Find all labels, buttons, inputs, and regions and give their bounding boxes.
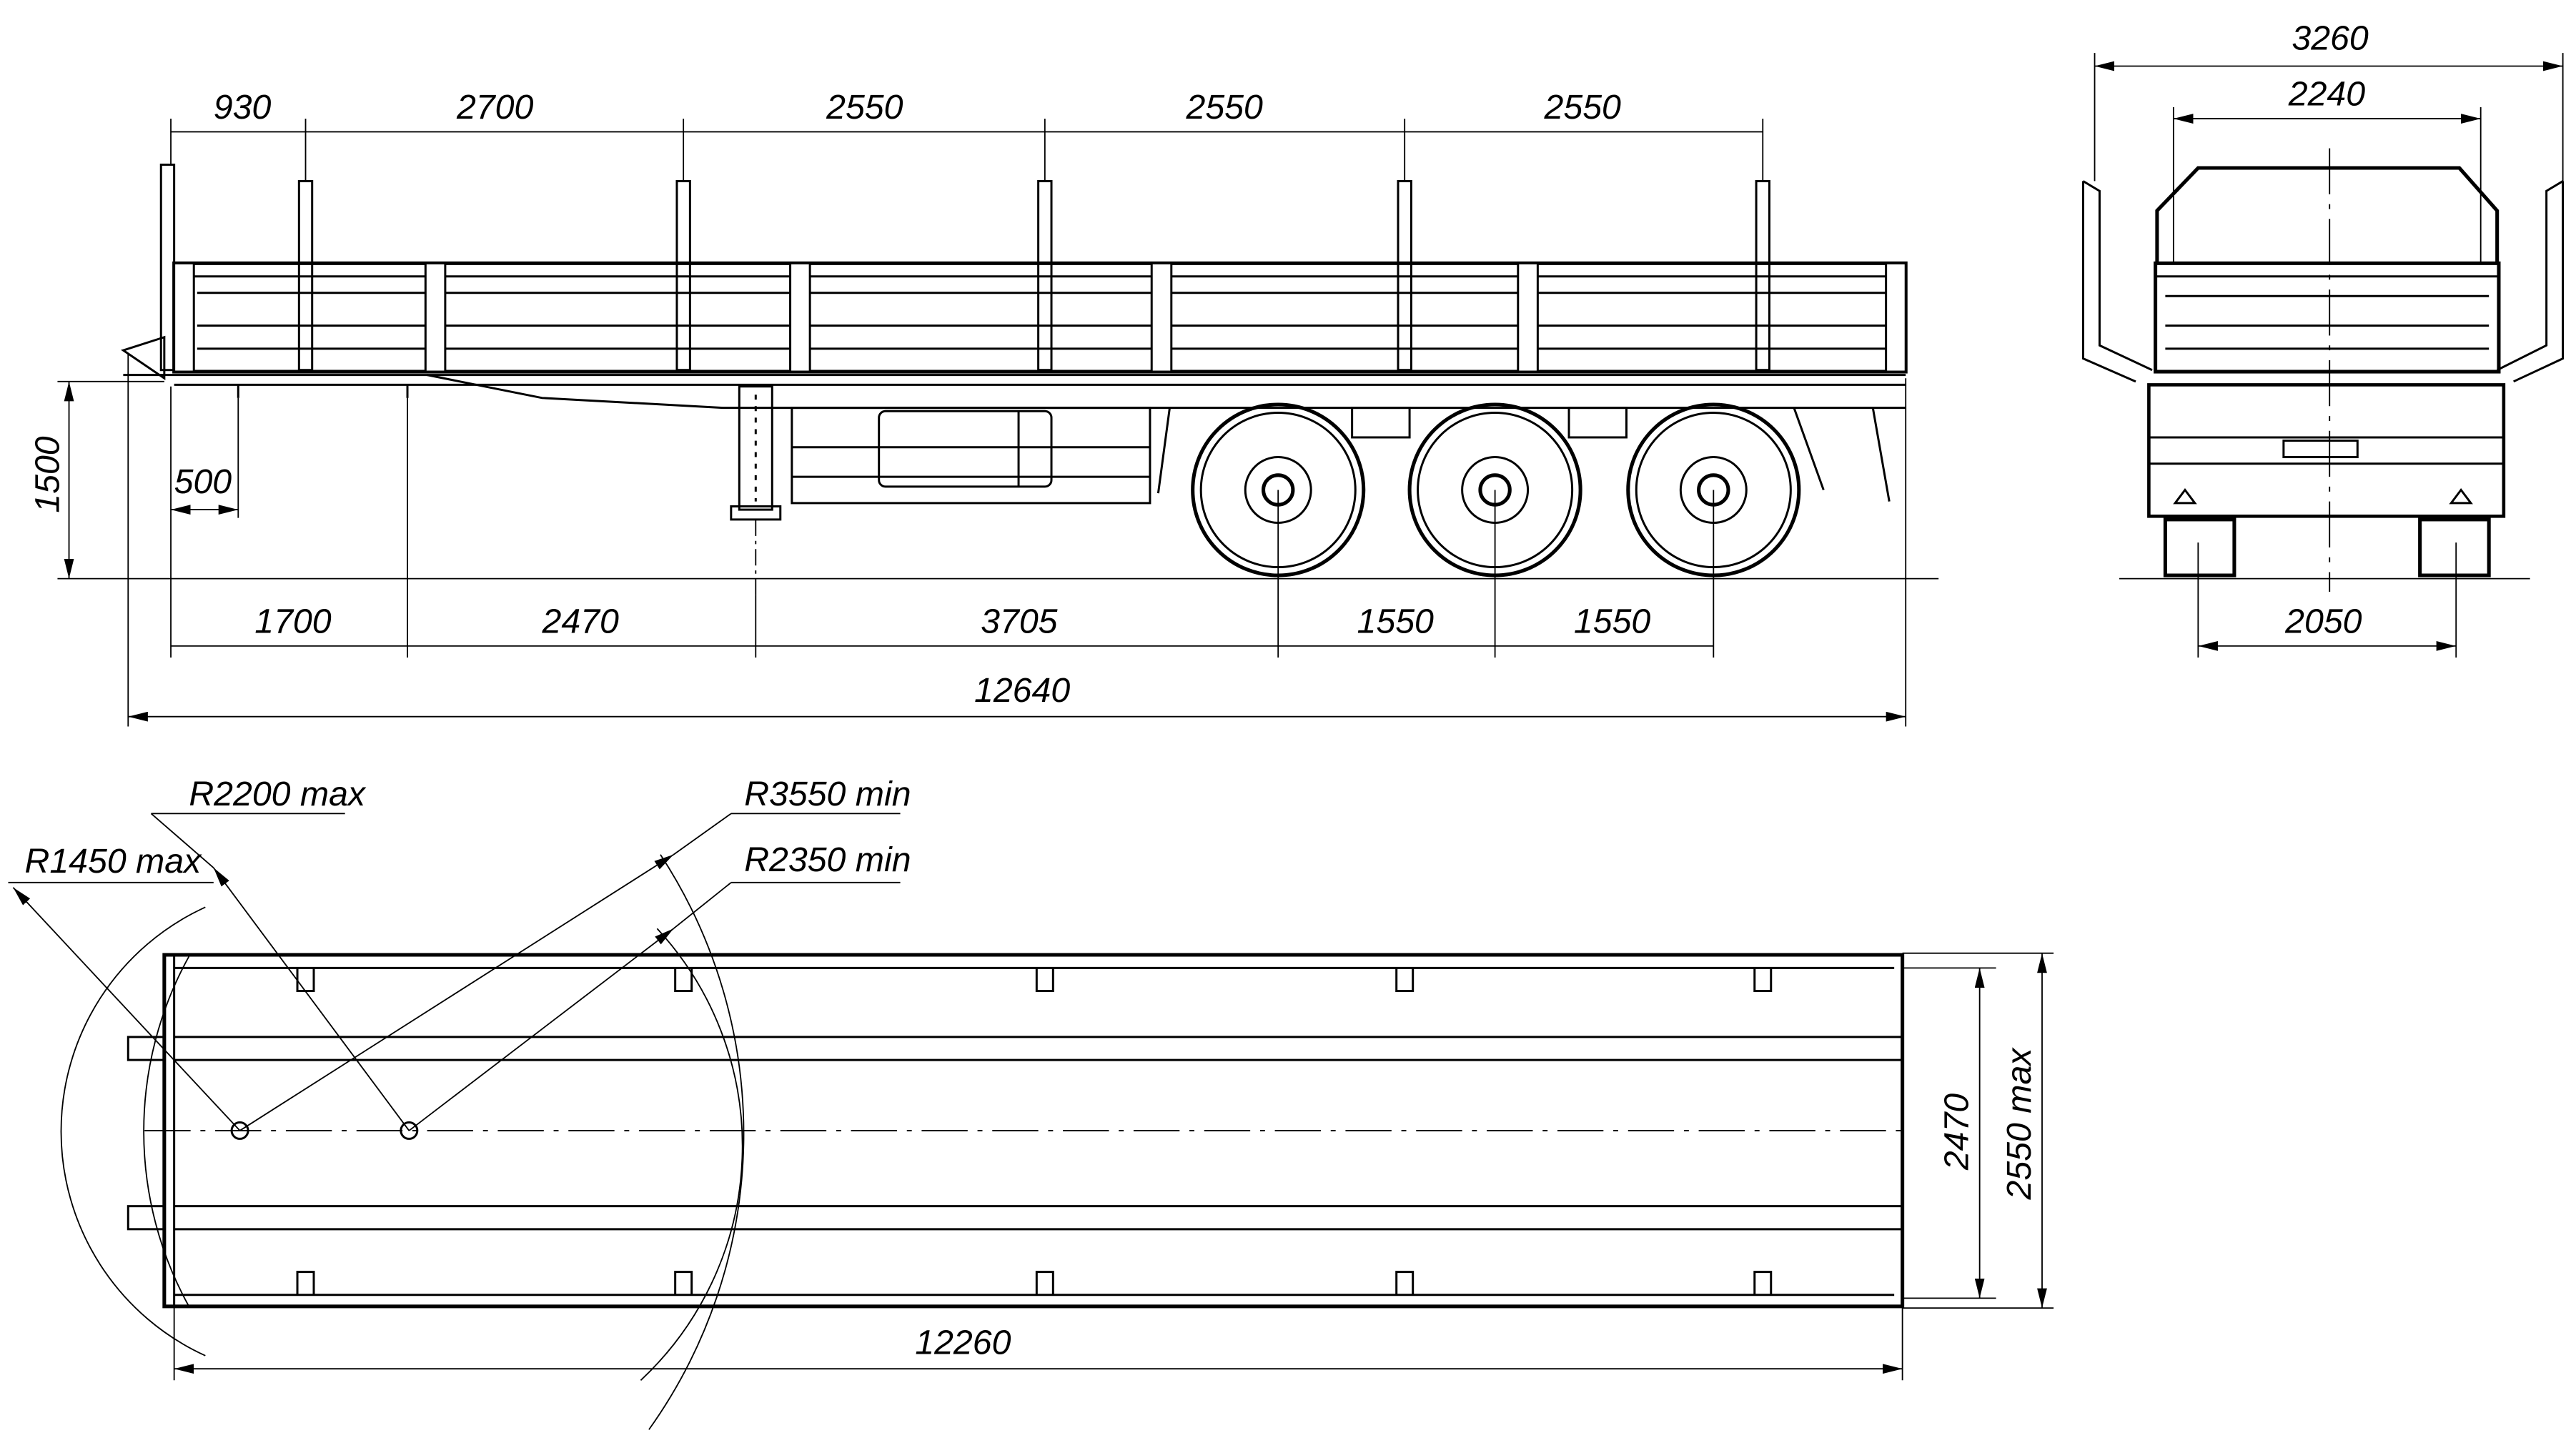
- plan-length-dimension: 12260: [173, 1306, 1903, 1381]
- plan-view: R1450 max R2200 max R3550 min R2350 min …: [8, 775, 2054, 1430]
- rear-stake-frames: [2081, 180, 2565, 383]
- dim-2700: 2700: [456, 88, 534, 127]
- rear-cover: [2155, 166, 2500, 264]
- rear-wheel-left: [2163, 517, 2236, 577]
- dim-1500: 1500: [29, 436, 67, 513]
- rails: [127, 1036, 1903, 1231]
- rear-view: 3260 2240 2050: [2081, 19, 2565, 658]
- radius-leaders: R1450 max R2200 max R3550 min R2350 min: [8, 775, 911, 1131]
- dim-2550-a: 2550: [826, 88, 903, 127]
- dim-500: 500: [174, 462, 232, 501]
- wheels: [1191, 402, 1801, 577]
- kingpin-alt: [400, 1121, 419, 1140]
- dim-2550-c: 2550: [1544, 88, 1622, 127]
- dim-2470-width: 2470: [1938, 1094, 1976, 1171]
- dim-1700: 1700: [254, 602, 332, 640]
- dim-12640: 12640: [974, 671, 1070, 710]
- side-panel: [172, 261, 1908, 374]
- side-view: 930 2700 2550 2550 2550: [29, 88, 1939, 727]
- bottom-dimension-chain: 1700 2470 3705 1550 1550: [170, 386, 1715, 658]
- label-r3550: R3550 min: [744, 775, 911, 813]
- radius-arcs: [60, 854, 745, 1430]
- label-r1450: R1450 max: [24, 842, 202, 881]
- chassis: [121, 335, 1906, 410]
- dim-12260: 12260: [915, 1324, 1011, 1362]
- dim-1550-b: 1550: [1574, 602, 1651, 640]
- dim-2550-b: 2550: [1185, 88, 1263, 127]
- dim-2550-max: 2550 max: [2000, 1047, 2038, 1201]
- rear-wheel-right: [2418, 517, 2491, 577]
- offset-dimension: 500: [171, 397, 239, 518]
- dim-2050: 2050: [2284, 602, 2362, 640]
- toolbox-frame: [791, 407, 1151, 505]
- suspension: [1156, 407, 1891, 502]
- dim-2470: 2470: [541, 602, 619, 640]
- dim-930: 930: [214, 88, 272, 127]
- rear-frame: [2147, 383, 2506, 518]
- width-dimensions: 2470 2550 max: [1902, 952, 2054, 1309]
- stake-pockets: [296, 968, 1773, 1295]
- overall-length-dimension: 12640: [127, 353, 1907, 727]
- label-r2200: R2200 max: [189, 775, 367, 813]
- label-r2350: R2350 min: [744, 840, 911, 879]
- rear-body: [2154, 261, 2501, 374]
- dim-3705: 3705: [981, 602, 1058, 640]
- top-dimension-chain: 930 2700 2550 2550 2550: [170, 88, 1764, 182]
- dim-3260: 3260: [2292, 19, 2369, 58]
- dim-1550-a: 1550: [1357, 602, 1435, 640]
- kingpin: [230, 1121, 249, 1140]
- height-dimension: 1500: [29, 380, 164, 579]
- landing-gear: [730, 385, 782, 595]
- dim-2240: 2240: [2288, 75, 2366, 114]
